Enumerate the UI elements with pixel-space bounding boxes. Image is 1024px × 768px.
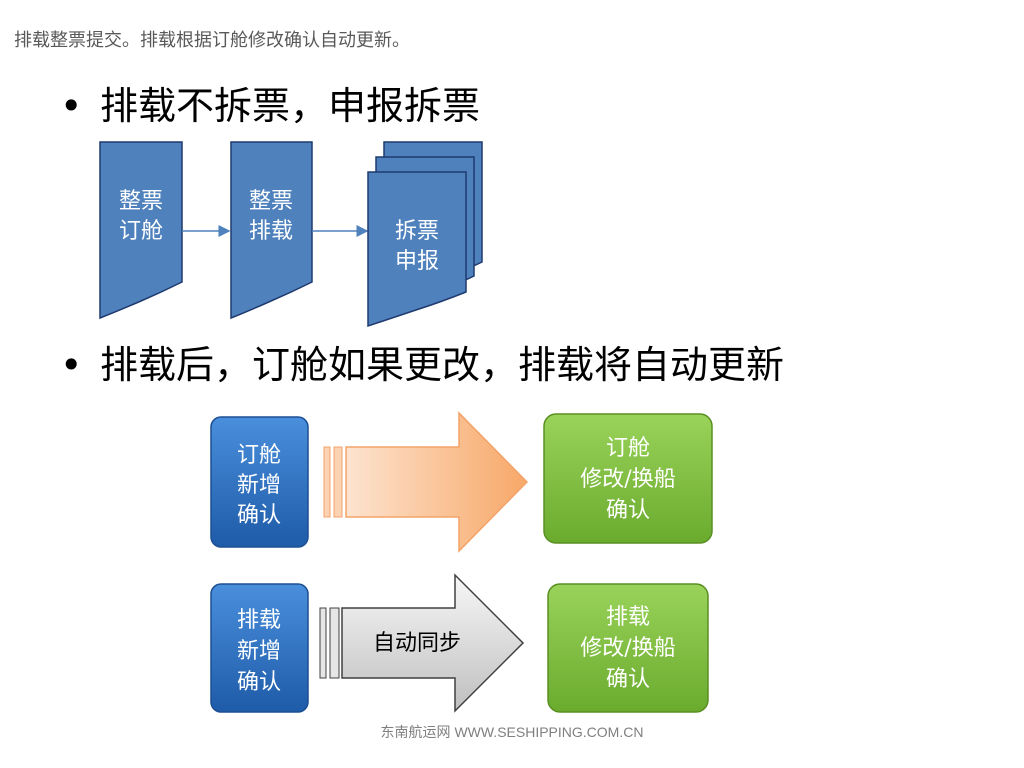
doc-2-line-2: 排载 [249, 219, 293, 244]
doc-3-line-1: 拆票 [395, 219, 439, 244]
doc-1-line-2: 订舱 [119, 219, 163, 244]
document-shape-1: 整票 订舱 [99, 141, 183, 320]
footer-site-name: 东南航运网 [380, 724, 451, 740]
booking-modify-confirm-box: 订舱 修改/换船 确认 [543, 413, 713, 544]
box-line-1: 订舱 [606, 436, 650, 461]
doc-2-line-1: 整票 [249, 189, 293, 214]
box-line-3: 确认 [237, 670, 281, 695]
box-line-3: 确认 [606, 498, 650, 523]
doc-1-line-1: 整票 [119, 189, 163, 214]
box-line-1: 排载 [606, 605, 650, 630]
footer-watermark: 东南航运网 WWW.SESHIPPING.COM.CN [0, 722, 1024, 742]
striped-arrow-orange [323, 411, 529, 553]
striped-arrow-gray: 自动同步 [319, 573, 525, 713]
box-line-3: 确认 [237, 503, 281, 528]
box-line-2: 新增 [237, 639, 281, 664]
bullet-text: 排载后，订舱如果更改，排载将自动更新 [100, 343, 785, 387]
slide-header: 排载整票提交。排载根据订舱修改确认自动更新。 [14, 30, 410, 51]
box-line-1: 订舱 [237, 443, 281, 468]
bullet-marker: • [60, 343, 83, 387]
multi-document-shape: 拆票 申报 [367, 141, 483, 328]
doc-3-line-2: 申报 [395, 249, 439, 274]
document-shape-2: 整票 排载 [230, 141, 313, 320]
booking-new-confirm-box: 订舱 新增 确认 [210, 416, 309, 548]
auto-sync-label: 自动同步 [373, 631, 461, 656]
loading-modify-confirm-box: 排载 修改/换船 确认 [547, 583, 709, 713]
box-line-3: 确认 [606, 667, 650, 692]
bullet-marker: • [60, 84, 83, 128]
bullet-text: 排载不拆票，申报拆票 [100, 84, 481, 128]
box-line-1: 排载 [237, 608, 281, 633]
box-line-2: 新增 [237, 473, 281, 498]
box-line-2: 修改/换船 [580, 467, 675, 492]
bullet-point-2: • 排载后，订舱如果更改，排载将自动更新 [60, 341, 784, 389]
bullet-point-1: • 排载不拆票，申报拆票 [60, 82, 480, 130]
box-line-2: 修改/换船 [580, 636, 675, 661]
footer-url: WWW.SESHIPPING.COM.CN [454, 724, 644, 740]
loading-new-confirm-box: 排载 新增 确认 [210, 583, 309, 713]
